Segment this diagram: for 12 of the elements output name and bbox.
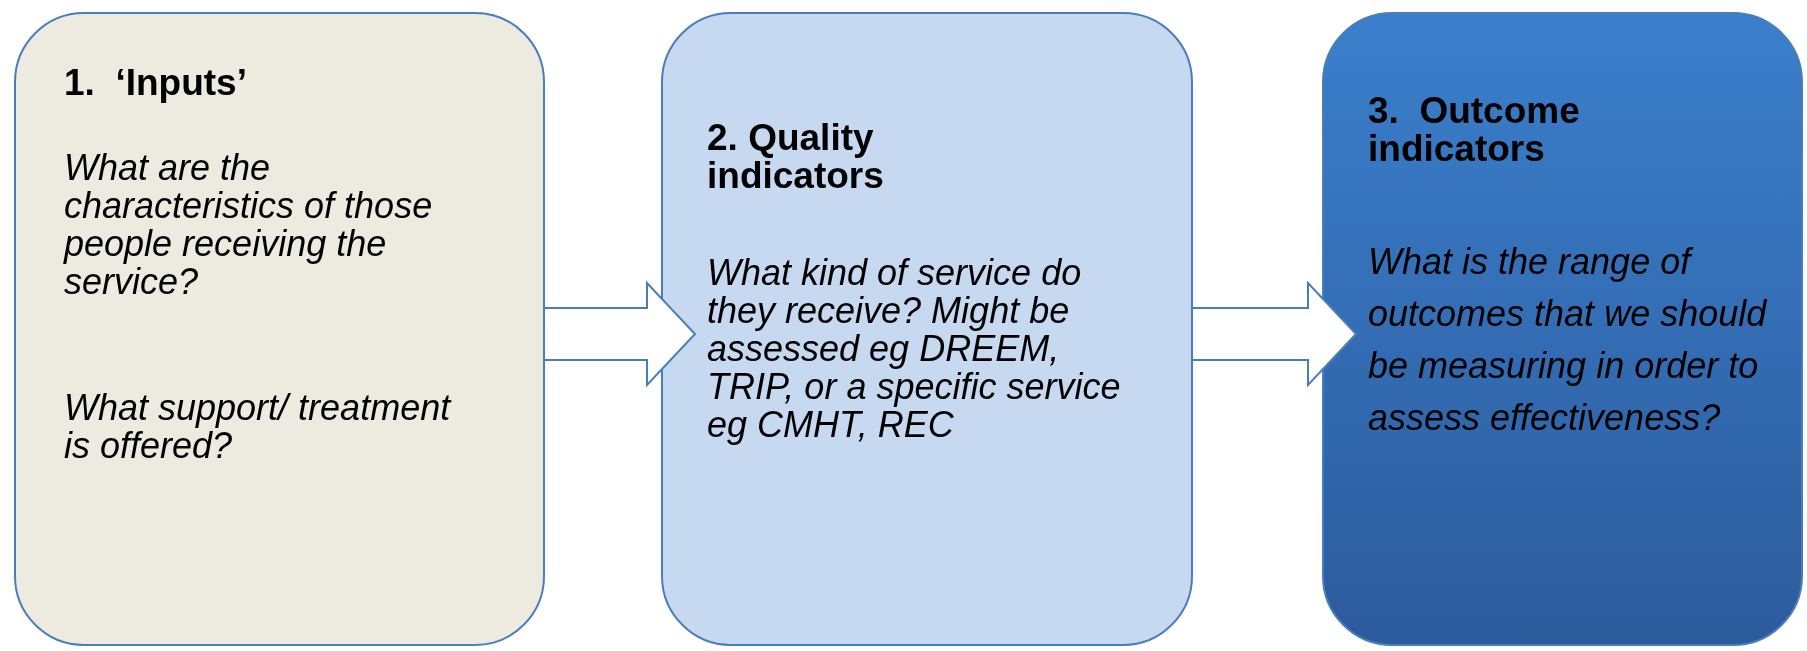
block-arrow [1192, 280, 1358, 388]
question-text: What is the range of outcomes that we should be measuring in order to assess effectiveness? [1368, 240, 1768, 440]
box-heading: 2. Quality indicators [707, 119, 885, 195]
block-arrow [544, 280, 697, 388]
box-heading: 3. Outcome indicators [1368, 92, 1581, 168]
box-heading: 1. ‘Inputs’ [64, 64, 248, 102]
rounded-box [661, 12, 1193, 646]
rounded-box [1322, 12, 1803, 646]
question-text: What are the characteristics of those people receiving the service? [64, 149, 434, 301]
question-text: What kind of service do they receive? Might be assessed eg DREEM, TRIP, or a specific service eg CMHT, REC [707, 254, 1122, 444]
rounded-box [14, 12, 545, 646]
question-text: What support/ treatment is offered? [64, 389, 453, 465]
